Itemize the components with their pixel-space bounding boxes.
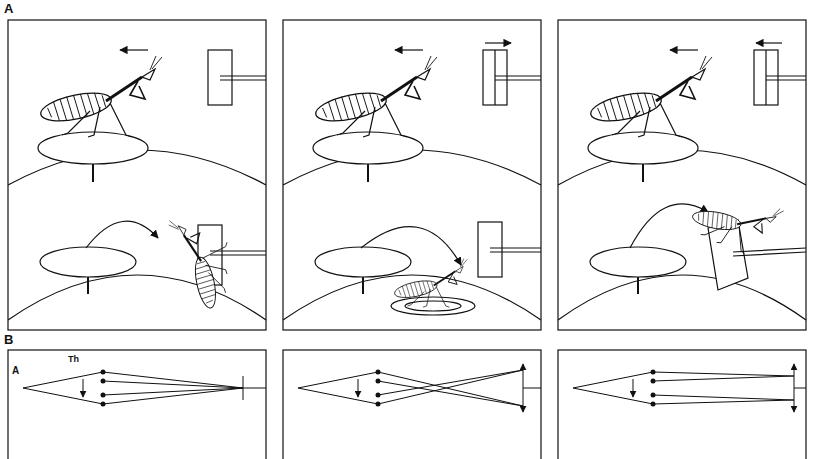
panel-frame xyxy=(8,350,266,459)
receptor-dots xyxy=(651,370,656,407)
ray-diagram xyxy=(298,364,541,412)
ground-arc xyxy=(558,275,806,320)
jump-arrow xyxy=(361,227,461,265)
target-rod xyxy=(495,76,541,80)
scene-panel xyxy=(8,50,266,320)
panel-frame xyxy=(558,350,806,459)
ground-arc xyxy=(8,275,266,320)
screen-motion-arrow xyxy=(756,42,782,43)
sight-ray xyxy=(103,372,243,404)
part-label: Th xyxy=(68,355,79,365)
target-rod xyxy=(490,248,541,252)
sight-ray xyxy=(653,372,794,404)
ray-diagram xyxy=(573,364,806,412)
panel-frame xyxy=(283,350,541,459)
motion-arrow xyxy=(395,49,423,50)
scene-panel xyxy=(558,43,806,320)
panel-letter: B xyxy=(4,333,13,347)
panel-frame xyxy=(558,20,806,330)
platform-stand xyxy=(92,164,94,182)
target-rod xyxy=(523,388,541,389)
target-rod xyxy=(794,388,806,389)
mantis-figure xyxy=(38,56,162,137)
screen-motion-arrow xyxy=(485,42,511,43)
target-screen xyxy=(208,50,232,105)
lens-outline xyxy=(298,372,378,404)
motion-arrow xyxy=(670,49,698,50)
panel-frame xyxy=(283,20,541,330)
shift-arrow xyxy=(358,379,359,397)
shift-arrow xyxy=(633,379,634,397)
target-rod xyxy=(220,76,266,80)
shift-arrow xyxy=(83,379,84,397)
screen-split xyxy=(765,50,766,105)
landing-ripple xyxy=(391,297,475,315)
target-bar xyxy=(523,364,524,388)
jump-arrow xyxy=(630,204,708,248)
panel-frame xyxy=(8,20,266,330)
target-bar xyxy=(794,388,795,412)
platform-disc xyxy=(40,247,136,277)
target-rod xyxy=(210,251,266,255)
platform-stand xyxy=(367,164,369,182)
scene-panel xyxy=(283,43,541,320)
motion-arrow xyxy=(120,49,148,50)
platform-stand xyxy=(362,277,364,294)
platform-disc xyxy=(590,247,686,277)
target-bar xyxy=(243,376,266,400)
receptor-dots xyxy=(376,370,381,407)
receptor-dots xyxy=(101,370,106,407)
target-bar xyxy=(794,364,795,388)
mantis-figure xyxy=(393,259,467,308)
lens-outline xyxy=(573,372,653,404)
mantis-figure xyxy=(169,221,227,310)
platform-stand xyxy=(637,277,639,294)
ray-diagram xyxy=(23,370,266,407)
target-bar xyxy=(523,388,524,412)
platform-stand xyxy=(642,164,644,182)
panel-frames xyxy=(8,20,806,459)
jump-arrow xyxy=(86,221,158,248)
platform-stand xyxy=(87,277,89,294)
target-screen xyxy=(754,50,778,105)
lens-outline xyxy=(23,372,103,404)
target-screen xyxy=(478,222,502,277)
target-rod xyxy=(733,248,806,256)
sight-ray xyxy=(378,370,523,406)
screen-split xyxy=(494,50,495,105)
panel-letter: A xyxy=(4,2,13,16)
mantis-figure xyxy=(685,179,784,262)
target-screen xyxy=(483,50,507,105)
mantis-figure xyxy=(313,56,437,137)
part-label: A xyxy=(12,365,19,376)
target-rod xyxy=(766,76,806,80)
mantis-figure xyxy=(588,56,712,137)
platform-disc xyxy=(315,247,411,277)
